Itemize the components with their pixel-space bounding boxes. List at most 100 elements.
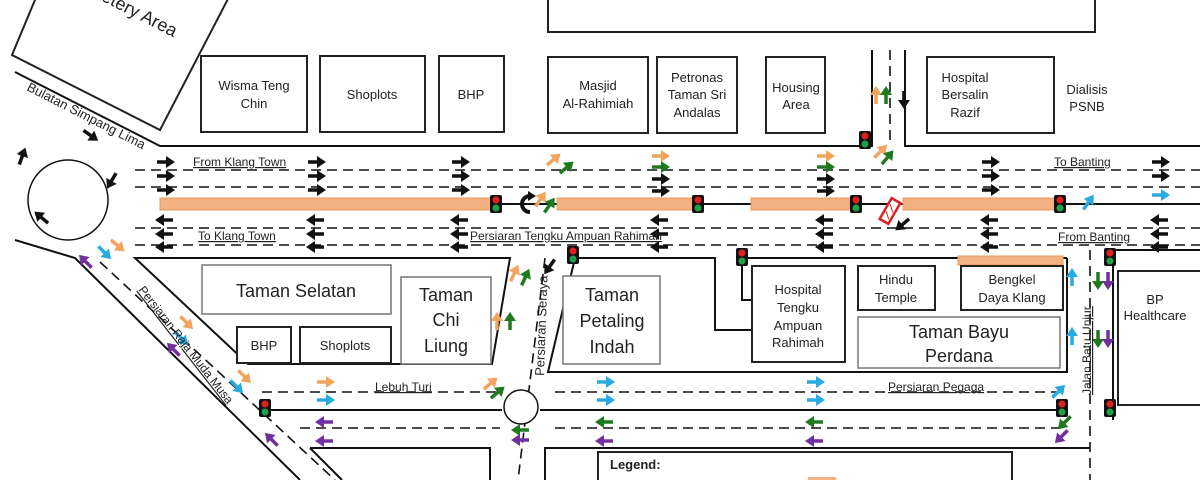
direction-arrow-icon [491, 312, 503, 330]
direction-arrow-icon [1152, 170, 1170, 182]
direction-arrow-icon [1092, 272, 1104, 290]
traffic-light-icon [1104, 399, 1116, 417]
svg-text:Housing: Housing [772, 80, 820, 95]
building-masjid: Masjid Al-Rahimiah [547, 56, 649, 134]
svg-text:Chi: Chi [432, 310, 459, 330]
area-taman-chi-liung: Taman Chi Liung [400, 276, 492, 365]
traffic-light-icon [736, 248, 748, 266]
direction-arrow-icon [533, 191, 546, 208]
direction-arrow-icon [452, 156, 470, 168]
direction-arrow-icon [16, 147, 28, 166]
building-shoplots-bottom: Shoplots [299, 326, 392, 364]
building-bhp-top: BHP [438, 55, 505, 133]
building-bp-healthcare: BP Healthcare [1117, 270, 1200, 406]
svg-text:From Klang Town: From Klang Town [193, 155, 286, 169]
direction-arrow-icon [450, 241, 468, 253]
area-taman-bayu-perdana: Taman Bayu Perdana [857, 316, 1061, 369]
direction-arrow-icon [504, 312, 516, 330]
direction-arrow-icon [308, 156, 326, 168]
direction-arrow-icon [452, 184, 470, 196]
direction-arrow-icon [558, 161, 574, 175]
direction-arrow-icon [315, 416, 333, 428]
direction-arrow-icon [155, 241, 173, 253]
direction-arrow-icon [650, 228, 668, 240]
direction-arrow-icon [807, 376, 825, 388]
direction-arrow-icon [898, 91, 910, 109]
direction-arrow-icon [1152, 189, 1170, 201]
direction-arrow-icon [1150, 241, 1168, 253]
svg-text:Shoplots: Shoplots [320, 338, 371, 353]
direction-arrow-icon [78, 254, 93, 269]
direction-arrow-icon [82, 128, 99, 141]
svg-text:Hindu: Hindu [879, 272, 913, 287]
direction-arrow-icon [807, 394, 825, 406]
direction-arrow-icon [980, 228, 998, 240]
block-taman-selatan [132, 257, 512, 365]
direction-arrow-icon [652, 150, 670, 162]
svg-text:Rahimah: Rahimah [772, 335, 824, 350]
direction-arrow-icon [1152, 156, 1170, 168]
traffic-light-icon [259, 399, 271, 417]
roundabout-simpang-lima [27, 159, 109, 241]
area-taman-petaling-indah: Taman Petaling Indah [562, 275, 661, 365]
traffic-light-icon [1104, 248, 1116, 266]
direction-arrow-icon [544, 258, 557, 275]
direction-arrow-icon [815, 241, 833, 253]
direction-arrow-icon [1051, 384, 1066, 399]
direction-arrow-icon [815, 228, 833, 240]
building-bhp-bottom: BHP [236, 326, 292, 364]
direction-arrow-icon [508, 264, 520, 282]
direction-arrow-icon [315, 435, 333, 447]
svg-text:Taman: Taman [419, 285, 473, 305]
direction-arrow-icon [815, 214, 833, 226]
svg-text:From Banting: From Banting [1058, 230, 1130, 244]
direction-arrow-icon [317, 376, 335, 388]
svg-text:BHP: BHP [458, 87, 485, 102]
svg-text:Chin: Chin [241, 96, 268, 111]
direction-arrow-icon [1150, 214, 1168, 226]
traffic-light-icon [567, 246, 579, 264]
building-hospital-bersalin: Hospital Bersalin Razif Dialisis PSNB [926, 56, 1108, 134]
direction-arrow-icon [317, 394, 335, 406]
building-wisma-teng-chin: Wisma Teng Chin [200, 55, 308, 133]
direction-arrow-icon [1102, 272, 1114, 290]
svg-text:Bengkel: Bengkel [989, 272, 1036, 287]
direction-arrow-icon [895, 217, 911, 231]
svg-text:Wisma Teng: Wisma Teng [218, 78, 289, 93]
pedestrian-crossing-icon [877, 196, 903, 226]
traffic-light-icon [1056, 399, 1068, 417]
traffic-light-icon [490, 195, 502, 213]
svg-text:Area: Area [782, 97, 810, 112]
svg-text:Healthcare: Healthcare [1124, 308, 1187, 323]
svg-text:Andalas: Andalas [674, 105, 721, 120]
svg-text:Lebuh Turi: Lebuh Turi [375, 380, 432, 394]
svg-text:Taman Selatan: Taman Selatan [236, 281, 356, 301]
svg-text:Hospital: Hospital [775, 282, 822, 297]
direction-arrow-icon [880, 86, 892, 104]
direction-arrow-icon [1057, 415, 1072, 430]
svg-text:Al-Rahimiah: Al-Rahimiah [563, 96, 634, 111]
direction-arrow-icon [1150, 228, 1168, 240]
building-shoplots-top: Shoplots [319, 55, 426, 133]
svg-text:To Klang Town: To Klang Town [198, 229, 276, 243]
direction-arrow-icon [982, 184, 1000, 196]
direction-arrow-icon [870, 86, 882, 104]
direction-arrow-icon [817, 185, 835, 197]
svg-text:Perdana: Perdana [925, 346, 994, 366]
svg-text:Razif: Razif [950, 105, 980, 120]
direction-arrow-icon [306, 214, 324, 226]
direction-arrow-icon [880, 150, 894, 166]
svg-text:Liung: Liung [424, 336, 468, 356]
direction-arrow-icon [597, 376, 615, 388]
direction-arrow-icon [106, 172, 118, 189]
svg-text:Legend:: Legend: [610, 457, 661, 472]
svg-text:Persiaran Tengku Ampuan Rahima: Persiaran Tengku Ampuan Rahimah [470, 229, 662, 243]
direction-arrow-icon [982, 156, 1000, 168]
svg-text:BHP: BHP [251, 338, 278, 353]
svg-text:Bersalin: Bersalin [942, 87, 989, 102]
direction-arrow-icon [174, 331, 189, 346]
building-hindu-temple: Hindu Temple [857, 265, 936, 311]
direction-arrow-icon [166, 342, 181, 357]
svg-text:To Banting: To Banting [1054, 155, 1111, 169]
building-hospital-tengku: Hospital Tengku Ampuan Rahimah [751, 265, 846, 363]
